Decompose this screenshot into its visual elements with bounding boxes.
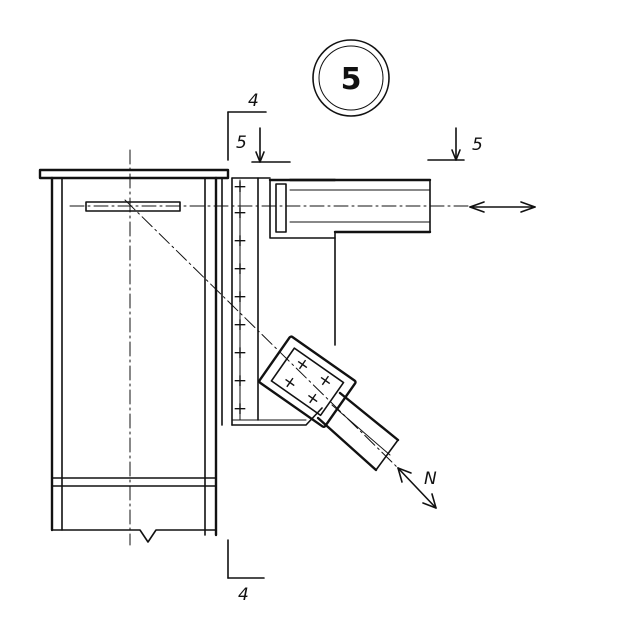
column	[50, 149, 218, 546]
top-chord	[38, 168, 230, 180]
diagonal-member: + + + + N	[258, 335, 437, 509]
bolt: +	[233, 343, 247, 363]
bolt: +	[233, 203, 247, 223]
detail-marker: 5	[312, 39, 390, 117]
section-label: 5	[472, 135, 483, 155]
bolt: +	[233, 371, 247, 391]
bolt: +	[233, 315, 247, 335]
section-label: 4	[238, 585, 249, 605]
svg-text:+: +	[278, 370, 301, 395]
detail-marker-label: 5	[341, 62, 362, 97]
force-label: N	[424, 469, 437, 489]
section-mark-4-top: 4	[227, 91, 267, 161]
bolt: +	[233, 399, 247, 419]
section-mark-5-right: 5	[427, 127, 483, 161]
bolt: +	[233, 177, 247, 197]
diagonal-axis	[124, 199, 401, 471]
svg-text:+: +	[301, 386, 324, 411]
bolt-row: + + + + + + + + +	[233, 177, 247, 421]
bolt: +	[233, 287, 247, 307]
section-label: 4	[248, 91, 259, 111]
bolt: +	[233, 259, 247, 279]
bolt: +	[233, 231, 247, 251]
section-mark-5-left: 5	[236, 127, 291, 163]
section-mark-4-bottom: 4	[227, 539, 265, 605]
section-label: 5	[236, 133, 247, 153]
gusset-plate	[221, 177, 336, 426]
horizontal-member	[69, 178, 536, 239]
